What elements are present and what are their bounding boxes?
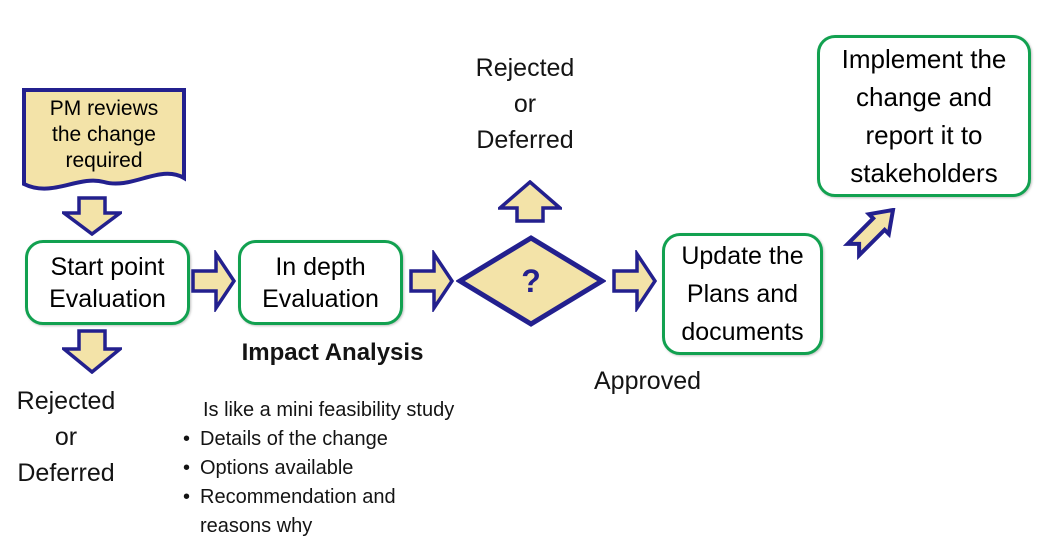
list-item-text: Options available xyxy=(200,457,354,479)
ne-arrow-update-to-implement xyxy=(835,208,897,260)
process-in-depth-evaluation: In depth Evaluation xyxy=(238,240,403,325)
label-rejected-or-deferred-bottom: Rejected or Deferred xyxy=(16,387,116,487)
process-start-point-evaluation: Start point Evaluation xyxy=(25,240,190,325)
process-label: Implement the change and report it to st… xyxy=(841,44,1007,188)
up-arrow-icon xyxy=(498,180,562,223)
impact-notes-list: • Details of the change • Options availa… xyxy=(183,425,488,541)
decision-diamond: ? xyxy=(456,234,606,328)
right-arrow-decision-to-update xyxy=(612,250,657,312)
process-implement-change: Implement the change and report it to st… xyxy=(817,35,1031,197)
process-label: Update the Plans and documents xyxy=(681,242,804,346)
list-item: • Recommendation and reasons why xyxy=(183,483,488,541)
right-arrow-icon xyxy=(409,250,454,312)
list-item: • Options available xyxy=(183,454,488,483)
document-shape-pm-reviews: PM reviews the change required xyxy=(20,86,188,200)
right-arrow-icon xyxy=(191,250,236,312)
up-arrow-decision-to-rejected xyxy=(498,180,562,223)
label-approved: Approved xyxy=(593,367,702,395)
label-impact-analysis: Impact Analysis xyxy=(241,339,424,366)
impact-analysis-notes: Is like a mini feasibility study • Detai… xyxy=(183,396,488,541)
process-label: In depth Evaluation xyxy=(262,252,379,313)
document-label: PM reviews the change required xyxy=(49,97,159,172)
down-arrow-start-to-rejected xyxy=(62,329,122,374)
right-arrow-indepth-to-decision xyxy=(409,250,454,312)
right-arrow-icon xyxy=(612,250,657,312)
ne-arrow-icon xyxy=(842,208,896,260)
list-item-text: Recommendation and reasons why xyxy=(200,486,396,537)
process-label: Start point Evaluation xyxy=(49,252,166,313)
diamond-shape-icon xyxy=(456,235,606,327)
bullet-icon: • xyxy=(183,457,191,479)
list-item-text: Details of the change xyxy=(200,428,388,450)
bullet-icon: • xyxy=(183,428,191,450)
impact-notes-intro: Is like a mini feasibility study xyxy=(203,399,455,421)
list-item: • Details of the change xyxy=(183,425,488,454)
right-arrow-start-to-indepth xyxy=(191,250,236,312)
decision-label: ? xyxy=(521,262,541,299)
bullet-icon: • xyxy=(183,486,191,508)
process-update-plans-documents: Update the Plans and documents xyxy=(662,233,823,355)
down-arrow-icon xyxy=(62,196,122,236)
document-shape-icon xyxy=(22,88,186,191)
label-rejected-or-deferred-top: Rejected or Deferred xyxy=(475,54,575,154)
down-arrow-icon xyxy=(62,329,122,374)
down-arrow-document-to-start xyxy=(62,196,122,236)
